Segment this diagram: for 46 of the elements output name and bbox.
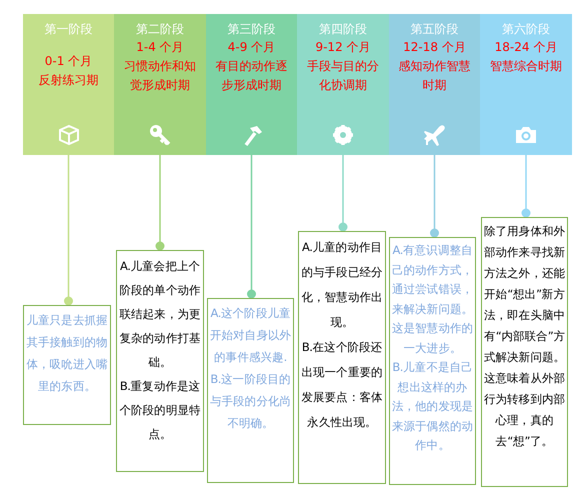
connector-line	[338, 155, 348, 232]
age-range: 1-4 个月	[135, 39, 185, 56]
connector-line	[522, 155, 530, 218]
connector-line	[247, 155, 256, 298]
stage-title: 第六阶段	[501, 21, 551, 38]
description-box	[23, 305, 111, 425]
stage-title: 第三阶段	[226, 21, 276, 38]
description-text: 除了用身体和外部动作来寻找新方法之外，还能开始“想出”新方法，即在头脑中有“内部联合”方式解决新问题。这意味着从外部行为转移到内部心理，真的去“想”了。	[483, 223, 566, 450]
stage-name: 智慧综合时期	[489, 58, 563, 75]
stage-name: 习惯动作和知觉形成时期	[123, 58, 197, 94]
age-range: 12-18 个月	[402, 39, 467, 56]
description-text: B.重复动作是这个阶段的明显特点。	[118, 378, 202, 443]
stage-name: 感知动作智慧时期	[398, 58, 472, 94]
description-box	[298, 231, 386, 484]
age-range: 4-9 个月	[226, 39, 276, 56]
stage-column	[297, 14, 389, 155]
description-text: B.在这个阶段还出现一个重要的发展要点：客体永久性出现。	[300, 339, 384, 431]
description-box	[116, 250, 204, 472]
age-range: 18-24 个月	[494, 39, 558, 56]
description-text: A.儿童会把上个阶段的单个动作联结起来，为更复杂的动作打基础。	[118, 258, 202, 371]
description-text: 儿童只是去抓握其手接触到的物体，吸吮进入嘴里的东西。	[25, 312, 109, 395]
stage-column	[23, 14, 114, 155]
age-range: 9-12 个月	[314, 39, 372, 56]
stage-name: 有目的动作逐步形成时期	[214, 58, 288, 94]
stage-title: 第二阶段	[135, 21, 185, 38]
description-box	[389, 237, 476, 485]
stage-name: 反射练习期	[38, 72, 100, 89]
stage-column	[114, 14, 206, 155]
stage-column	[480, 14, 572, 155]
age-range: 0-1 个月	[44, 53, 94, 70]
stage-name: 手段与目的分化协调期	[306, 58, 380, 94]
connector-line	[156, 155, 164, 250]
connector-line	[64, 155, 73, 306]
description-text: A.这个阶段儿童开始对自身以外的事件感兴趣.	[209, 305, 292, 366]
description-text: B.这一阶段目的与手段的分化尚不明确。	[209, 371, 292, 432]
description-text: A.有意识调整自己的动作方式，通过尝试错误，来解决新问题。这是智慧动作的一大进步。	[391, 242, 474, 356]
stage-title: 第一阶段	[44, 21, 94, 38]
connector-line	[430, 155, 439, 238]
stage-column	[389, 14, 480, 155]
description-box	[207, 298, 294, 483]
description-text: A.儿童的动作目的与手段已经分化，智慧动作出现。	[300, 239, 384, 331]
stage-title: 第五阶段	[410, 21, 460, 38]
stage-column	[206, 14, 297, 155]
stage-title: 第四阶段	[318, 21, 368, 38]
description-box	[481, 217, 568, 487]
description-text: B.儿童不是自己想出这样的办法，他的发现是来源于偶然的动作中。	[391, 359, 474, 454]
